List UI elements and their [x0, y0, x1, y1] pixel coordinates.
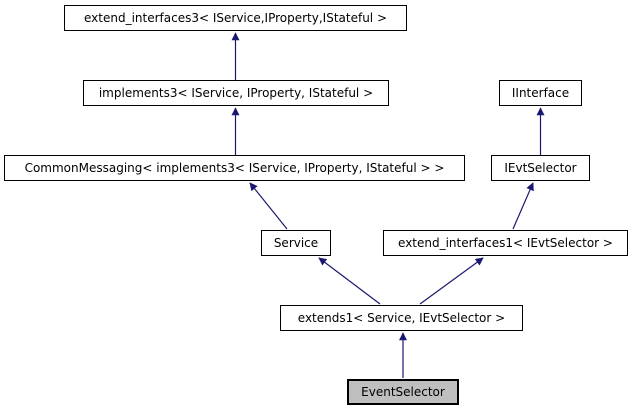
node-extend-interfaces1[interactable]: extend_interfaces1< IEvtSelector >: [383, 230, 628, 256]
edge-extends1-to-extend-interfaces1: [419, 257, 484, 305]
node-iinterface[interactable]: IInterface: [499, 80, 582, 106]
node-commonmessaging[interactable]: CommonMessaging< implements3< IService, …: [4, 155, 465, 181]
node-eventselector: EventSelector: [347, 379, 459, 405]
edge-extend-interfaces1-to-ievtselector: [512, 182, 534, 230]
edge-extends1-to-service: [318, 257, 381, 305]
node-service[interactable]: Service: [261, 230, 331, 256]
node-extends1[interactable]: extends1< Service, IEvtSelector >: [280, 305, 523, 331]
node-extend-interfaces3[interactable]: extend_interfaces3< IService,IProperty,I…: [64, 5, 407, 31]
node-ievtselector[interactable]: IEvtSelector: [491, 155, 590, 181]
edge-service-to-commonmessaging: [249, 182, 288, 230]
node-implements3[interactable]: implements3< IService, IProperty, IState…: [83, 80, 389, 106]
